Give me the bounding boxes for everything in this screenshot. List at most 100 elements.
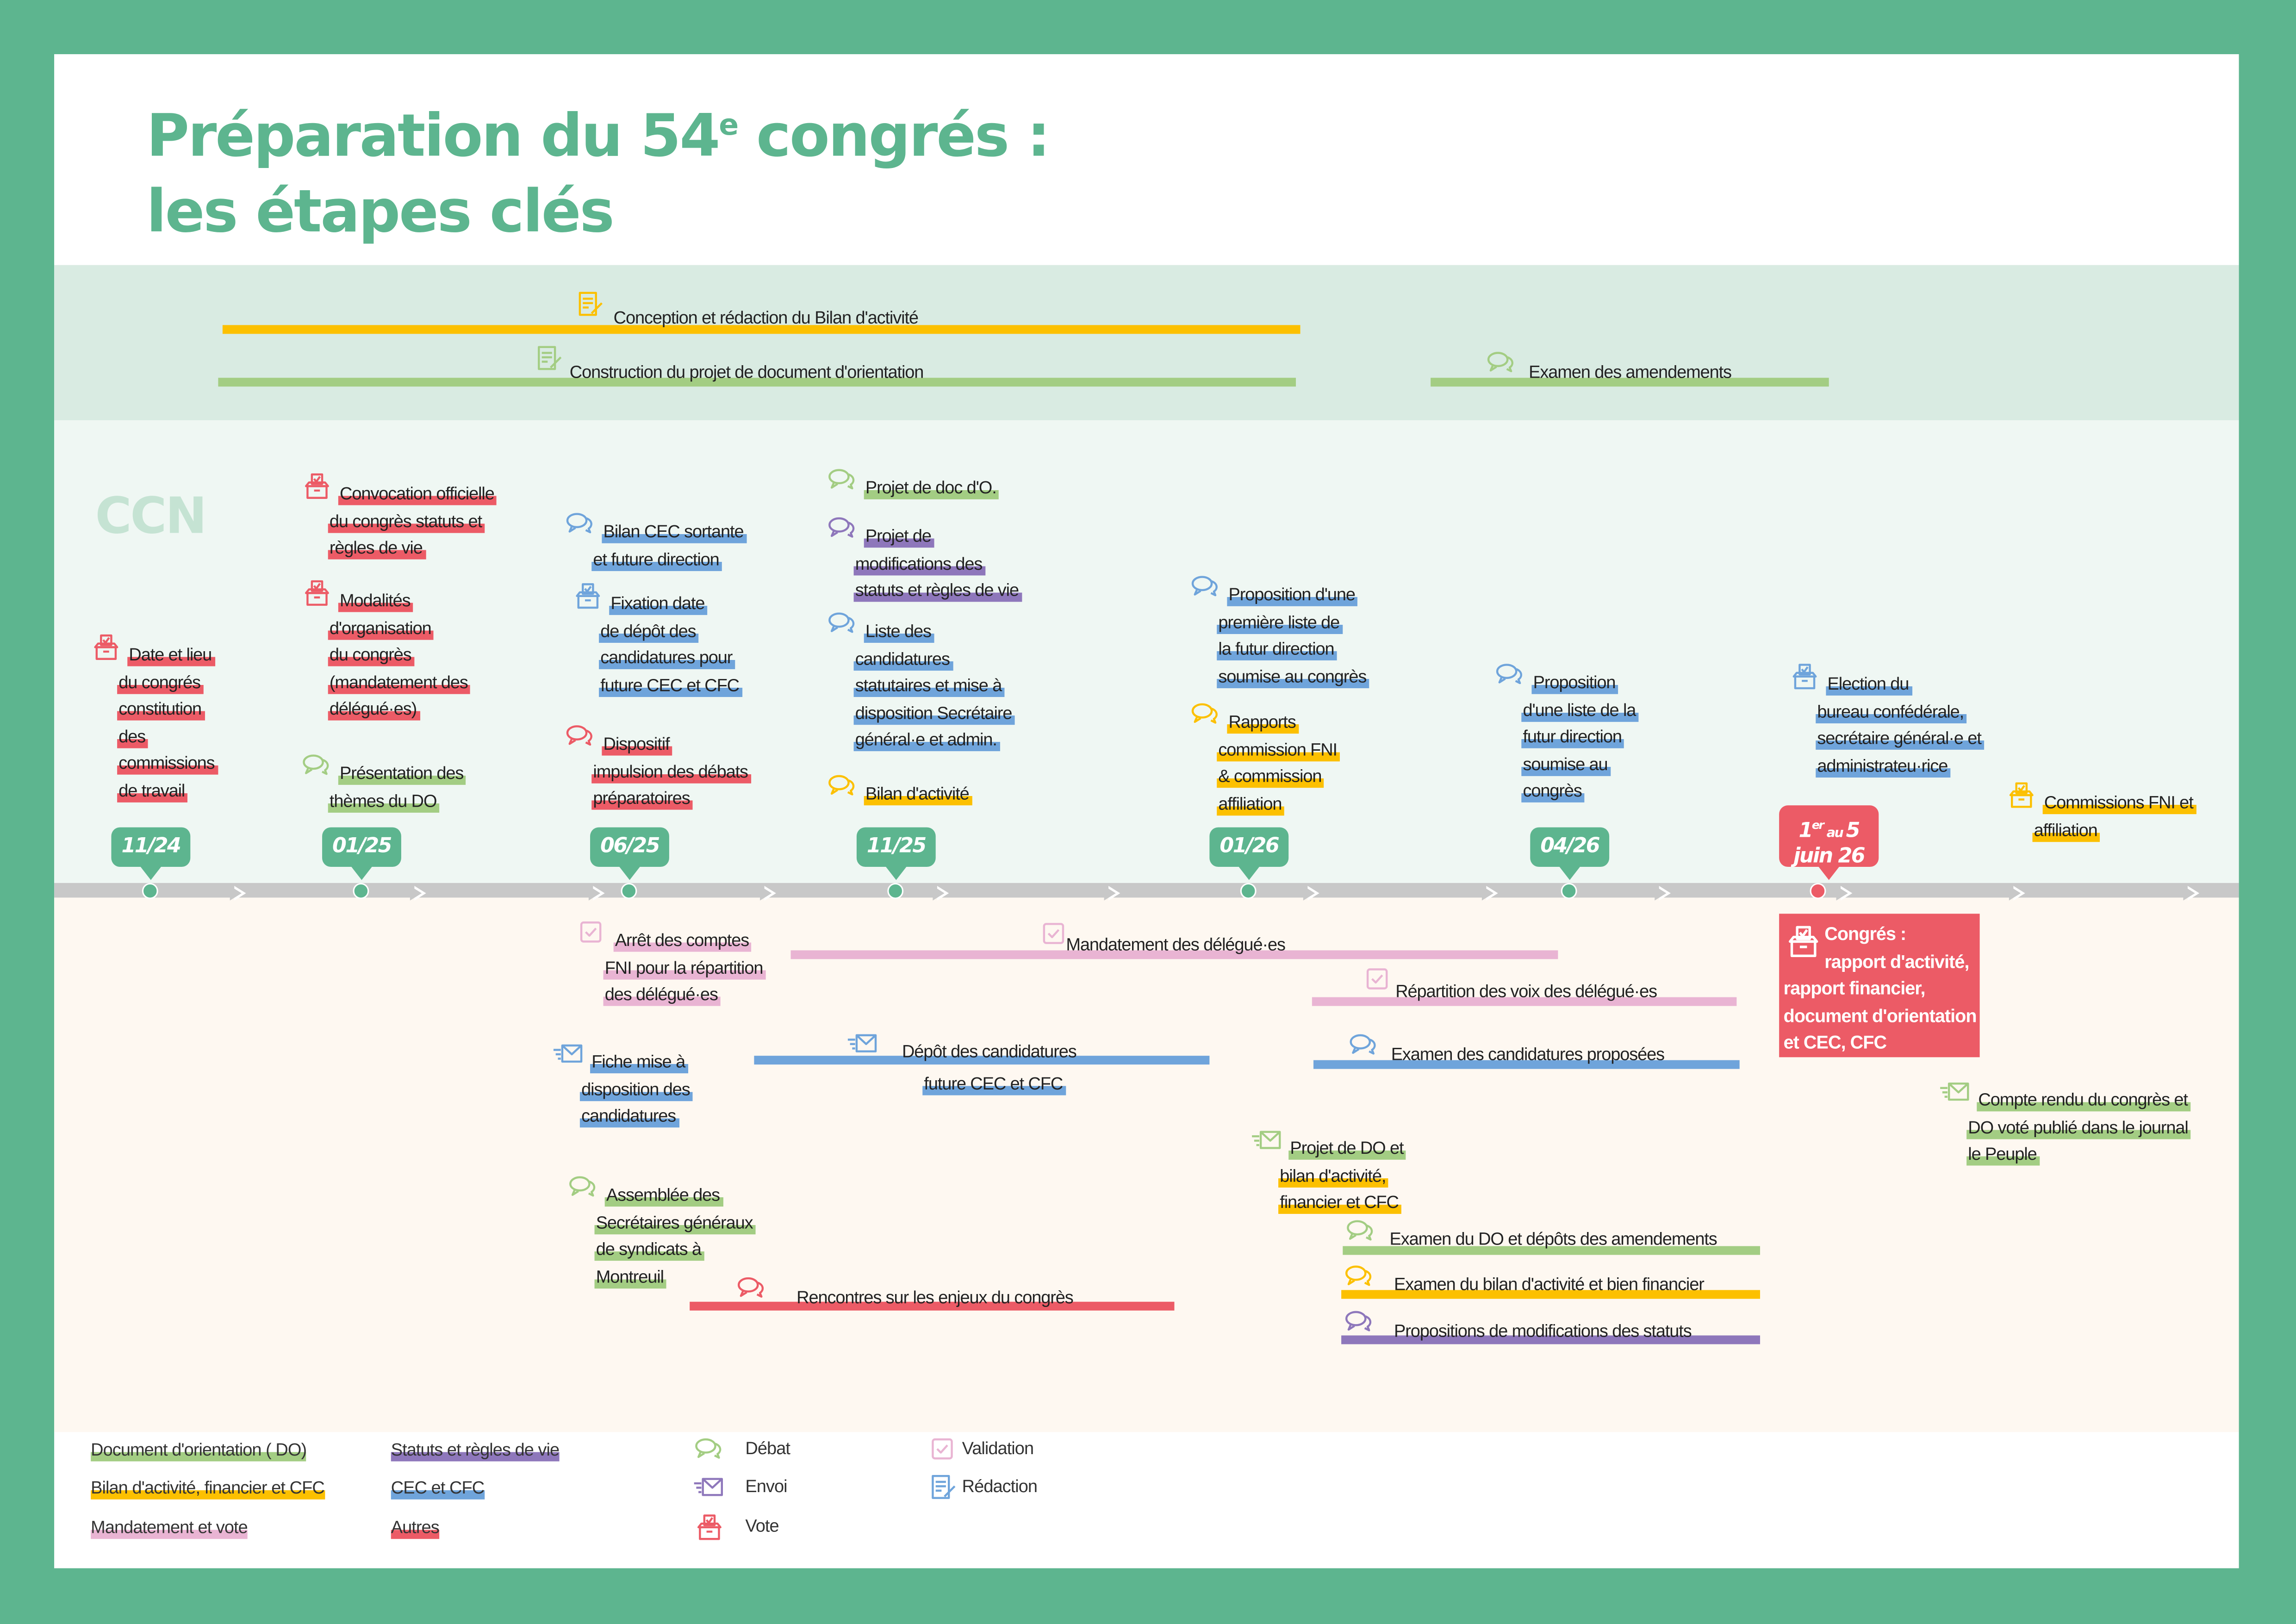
legend-icon-label: Envoi [745, 1476, 787, 1497]
event-text-line: règles de vie [328, 537, 426, 560]
event-text-line: du congrès [328, 644, 414, 666]
timeline-chevron [933, 886, 949, 901]
task-bar[interactable] [218, 378, 1296, 387]
vote-icon [2004, 782, 2037, 809]
event-text-line: secrétaire général·e et [1816, 728, 1985, 750]
timeline-chevron [1655, 886, 1671, 901]
task-bar[interactable] [1341, 1335, 1761, 1344]
legend-item-bilan: Bilan d'activité, financier et CFC [91, 1478, 325, 1500]
event-text-line: statuts et règles de vie [853, 579, 1022, 602]
task-bar[interactable] [1431, 378, 1829, 387]
task-bar[interactable] [1341, 1290, 1761, 1299]
congress-text-line: rapport d'activité, [1824, 951, 1969, 972]
event-text-line: la futur direction [1217, 638, 1337, 660]
debat-icon [564, 511, 596, 537]
date-marker[interactable]: 01/25 [322, 827, 401, 880]
ccn-label: CCN [95, 487, 207, 547]
validation-icon [1038, 921, 1070, 947]
timeline-chevron [230, 886, 246, 901]
legend-icon-label: Débat [745, 1437, 790, 1459]
timeline-dot[interactable] [142, 883, 158, 899]
event-text-line: commissions [117, 753, 218, 775]
congress-box: Congrés : rapport d'activité, rapport fina… [1779, 914, 1980, 1058]
event-text-line: Election du [1826, 673, 1912, 696]
date-marker[interactable]: 04/26 [1530, 827, 1610, 880]
event-text-line: Fixation date [609, 593, 708, 615]
event-text-line: bilan d'activité, [1278, 1164, 1389, 1187]
event-text-line: le Peuple [1966, 1144, 2040, 1166]
debat-icon [1493, 662, 1526, 688]
redaction-icon [574, 292, 606, 318]
event-text-line: thèmes du DO [328, 790, 440, 812]
date-marker[interactable]: 11/24 [111, 827, 191, 880]
event-text-line: Proposition d'une [1227, 584, 1358, 606]
task-bar[interactable] [1312, 997, 1737, 1006]
task-label: Mandatement des délégué·es [1066, 934, 1286, 955]
event-text-line: soumise au [1521, 753, 1611, 776]
event-text-line: Projet de [864, 525, 934, 548]
task-bar[interactable] [1313, 1060, 1740, 1069]
event-text-line: candidatures [579, 1105, 679, 1128]
task-bar[interactable] [222, 325, 1300, 334]
congress-text-line: Congrés : [1824, 924, 1906, 945]
long-tasks-band [54, 265, 2239, 421]
timeline-chevron [760, 886, 776, 901]
redaction-icon [533, 346, 566, 372]
timeline-dot[interactable] [1240, 883, 1257, 899]
event-text-line: délégué·es) [328, 698, 420, 721]
debat-icon [826, 467, 858, 493]
legend-item-do: Document d'orientation ( DO) [91, 1439, 307, 1462]
task-label: Examen du bilan d'activité et bien finan… [1394, 1274, 1705, 1294]
debat-icon [826, 516, 858, 542]
event-text-line: Assemblée des [604, 1184, 723, 1207]
legend-icon-label: Validation [962, 1437, 1034, 1459]
debat-icon [826, 610, 858, 637]
timeline-chevron [588, 886, 605, 901]
timeline-dot[interactable] [1561, 883, 1577, 899]
debat-icon [693, 1437, 725, 1463]
task-label: Rencontres sur les enjeux du congrès [796, 1287, 1074, 1308]
task-bar[interactable] [690, 1301, 1175, 1311]
event-text-line: de dépôt des [599, 620, 699, 642]
event-text-line: DO voté publié dans le journal [1966, 1116, 2191, 1139]
timeline-chevron [2183, 886, 2200, 901]
timeline-dot[interactable] [621, 883, 637, 899]
event-text-line: affiliation [2032, 819, 2100, 841]
debat-icon [564, 723, 596, 750]
event-text-line: de syndicats à [594, 1238, 704, 1261]
event-text-line: impulsion des débats [591, 760, 751, 783]
event-text-line: Dispositif [602, 734, 672, 756]
timeline-dot[interactable] [1810, 883, 1826, 899]
task-bar[interactable] [1343, 1246, 1761, 1255]
event-text-line: statutaires et mise à [853, 675, 1005, 697]
task-label: Examen des candidatures proposées [1391, 1044, 1665, 1065]
title-superscript: e [719, 106, 739, 142]
event-text-line: des délégué·es [603, 984, 721, 1006]
task-bar[interactable] [790, 950, 1558, 959]
event-text-line: disposition Secrétaire [853, 702, 1015, 724]
task-label: Examen des amendements [1529, 361, 1732, 382]
timeline-dot[interactable] [887, 883, 904, 899]
task-label: Répartition des voix des délégué·es [1395, 981, 1657, 1002]
timeline-chevron [1836, 886, 1853, 901]
legend-item-mandat: Mandatement et vote [91, 1516, 248, 1538]
event-text-line: et future direction [591, 548, 722, 571]
date-marker[interactable]: 11/25 [856, 827, 936, 880]
date-marker[interactable]: 06/25 [590, 827, 669, 880]
debat-icon [1343, 1263, 1375, 1290]
congress-date-text: 1er au 5 [1798, 818, 1860, 843]
poster: Préparation du 54e congrés : les étapes … [54, 54, 2239, 1568]
event-text-line: des [117, 725, 149, 748]
timeline-dot[interactable] [353, 883, 369, 899]
vote-icon [89, 634, 122, 660]
envoi-icon [552, 1041, 585, 1068]
task-label: Examen du DO et dépôts des amendements [1389, 1228, 1717, 1249]
task-bar[interactable] [754, 1056, 1210, 1065]
congress-text-line: rapport financier, [1783, 978, 1926, 999]
event-text-line: FNI pour la répartition [603, 957, 766, 979]
debat-icon [826, 773, 858, 800]
event-text-line: Bilan CEC sortante [602, 521, 747, 543]
date-marker[interactable]: 01/26 [1209, 827, 1289, 880]
